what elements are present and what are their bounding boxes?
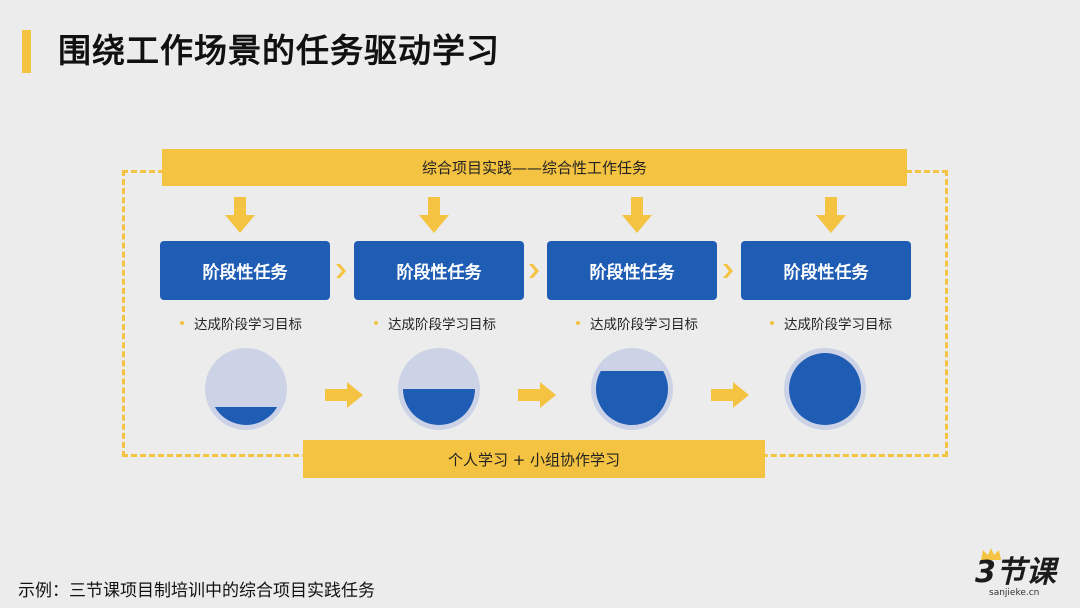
down-arrow-icon: [622, 197, 652, 233]
logo-text: 3节课: [975, 555, 1056, 590]
bullet-dot: [374, 321, 378, 325]
top-banner: 综合项目实践——综合性工作任务: [162, 149, 907, 186]
bullet-dot: [576, 321, 580, 325]
bottom-banner-label: 个人学习 + 小组协作学习: [447, 450, 621, 469]
stage-task-label: 阶段性任务: [396, 263, 482, 283]
down-arrow-icon: [816, 197, 846, 233]
bullet-dot: [770, 321, 774, 325]
stage-goal-label: 达成阶段学习目标: [784, 317, 892, 333]
stage-task-label: 阶段性任务: [589, 263, 675, 283]
footnote: 示例：三节课项目制培训中的综合项目实践任务: [18, 581, 375, 601]
stage-goal: 达成阶段学习目标: [770, 313, 892, 333]
brand-logo: 3节课 sanjieke.cn: [975, 548, 1071, 604]
stage-task-label: 阶段性任务: [202, 263, 288, 283]
logo-url: sanjieke.cn: [989, 588, 1040, 598]
right-arrow-icon: [518, 382, 556, 408]
progress-circle-fill: [596, 371, 668, 425]
right-arrow-icon: [711, 382, 749, 408]
progress-circle-fill: [403, 389, 475, 425]
stage-task-box: 阶段性任务: [354, 241, 524, 300]
progress-circle: [205, 348, 287, 430]
stage-task-box: 阶段性任务: [741, 241, 911, 300]
crown-icon: [981, 548, 1001, 560]
bullet-dot: [180, 321, 184, 325]
stage-goal: 达成阶段学习目标: [374, 313, 496, 333]
stage-goal: 达成阶段学习目标: [180, 313, 302, 333]
chevron-right-icon: [336, 264, 346, 278]
down-arrow-icon: [419, 197, 449, 233]
down-arrow-icon: [225, 197, 255, 233]
stage-task-label: 阶段性任务: [783, 263, 869, 283]
chevron-right-icon: [529, 264, 539, 278]
stage-task-box: 阶段性任务: [547, 241, 717, 300]
page-title: 围绕工作场景的任务驱动学习: [58, 31, 500, 70]
bottom-banner: 个人学习 + 小组协作学习: [303, 440, 765, 478]
chevron-right-icon: [723, 264, 733, 278]
stage-task-box: 阶段性任务: [160, 241, 330, 300]
progress-circle-fill: [789, 353, 861, 425]
top-banner-label: 综合项目实践——综合性工作任务: [421, 159, 647, 177]
stage-goal-label: 达成阶段学习目标: [590, 317, 698, 333]
stage-goal: 达成阶段学习目标: [576, 313, 698, 333]
right-arrow-icon: [325, 382, 363, 408]
progress-circle: [591, 348, 673, 430]
stage-goal-label: 达成阶段学习目标: [194, 317, 302, 333]
stage-goal-label: 达成阶段学习目标: [388, 317, 496, 333]
progress-circle: [398, 348, 480, 430]
progress-circle-fill: [214, 407, 278, 425]
progress-circle: [784, 348, 866, 430]
title-accent-bar: [22, 30, 31, 73]
